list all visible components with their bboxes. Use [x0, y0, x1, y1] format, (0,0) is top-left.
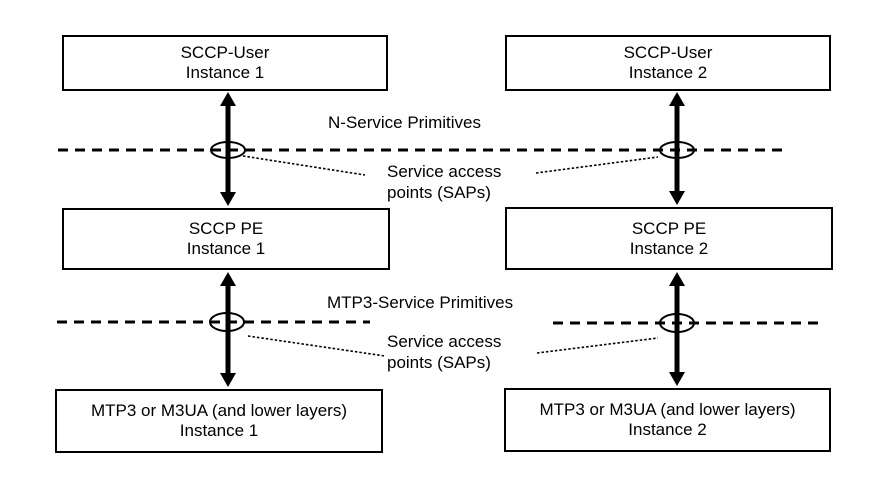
- double-arrow-sccp-pe-1-to-mtp3-1: [220, 272, 236, 387]
- box-sccp-user-instance-2: SCCP-User Instance 2: [505, 35, 831, 91]
- sap-leader-line-top-left: [242, 155, 366, 176]
- label-line: points (SAPs): [387, 353, 491, 372]
- label-line: Service access: [387, 162, 502, 181]
- label-service-access-points-bottom: Service access points (SAPs): [387, 331, 501, 373]
- label-mtp3-service-primitives: MTP3-Service Primitives: [327, 293, 514, 312]
- box-instance: Instance 1: [179, 421, 259, 440]
- box-mtp3-instance-1: MTP3 or M3UA (and lower layers) Instance…: [55, 389, 383, 453]
- sap-leader-line-bottom-right: [536, 337, 659, 354]
- box-sccp-user-instance-1: SCCP-User Instance 1: [62, 35, 388, 91]
- box-title: SCCP-User: [623, 43, 713, 62]
- label-line: Service access: [387, 332, 502, 351]
- double-arrow-sccp-user-1-to-sccp-pe-1: [220, 92, 236, 206]
- box-title: SCCP-User: [180, 43, 270, 62]
- sap-ellipse-bottom-right: [659, 313, 695, 333]
- box-instance: Instance 2: [628, 63, 708, 82]
- sap-ellipse-bottom-left: [209, 312, 245, 332]
- box-title: SCCP PE: [188, 219, 264, 238]
- label-service-access-points-top: Service access points (SAPs): [387, 161, 501, 203]
- double-arrow-sccp-pe-2-to-mtp3-2: [669, 272, 685, 386]
- box-sccp-pe-instance-1: SCCP PE Instance 1: [62, 208, 390, 270]
- label-n-service-primitives: N-Service Primitives: [328, 113, 482, 132]
- box-title: MTP3 or M3UA (and lower layers): [90, 401, 348, 420]
- sap-ellipse-top-right: [659, 141, 695, 159]
- sap-leader-line-top-right: [535, 156, 659, 174]
- box-title: SCCP PE: [631, 218, 707, 238]
- box-sccp-pe-instance-2: SCCP PE Instance 2: [505, 207, 833, 270]
- box-instance: Instance 1: [185, 63, 265, 82]
- double-arrow-sccp-user-2-to-sccp-pe-2: [669, 92, 685, 205]
- sap-ellipse-top-left: [210, 141, 246, 159]
- box-instance: Instance 2: [628, 420, 707, 439]
- sap-leader-line-bottom-left: [247, 335, 386, 357]
- box-mtp3-instance-2: MTP3 or M3UA (and lower layers) Instance…: [504, 388, 831, 452]
- box-instance: Instance 1: [186, 239, 266, 258]
- box-title: MTP3 or M3UA (and lower layers): [539, 400, 796, 419]
- box-instance: Instance 2: [629, 238, 709, 258]
- label-line: points (SAPs): [387, 183, 491, 202]
